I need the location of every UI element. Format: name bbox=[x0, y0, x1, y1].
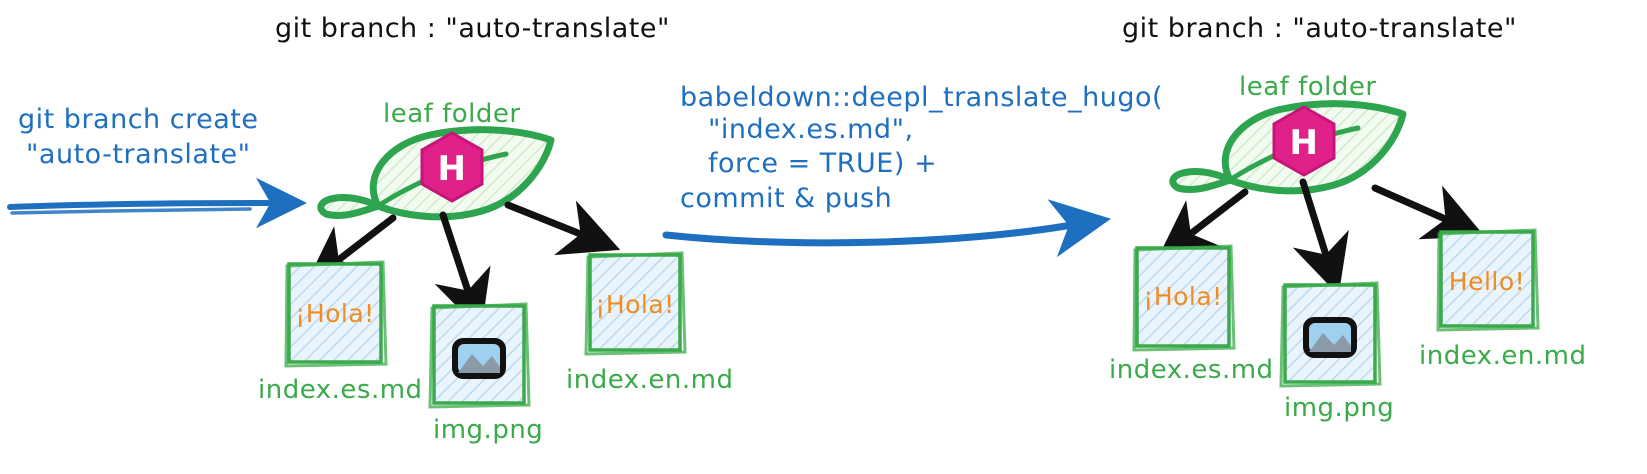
left-file-box-img-png[interactable] bbox=[428, 302, 531, 409]
left-file-content-index-es-md: ¡Hola! bbox=[295, 299, 374, 328]
left-leaf-arrows bbox=[304, 200, 621, 332]
right-file-label-index-en-md: index.en.md bbox=[1419, 341, 1586, 371]
right-file-box-index-es-md[interactable]: ¡Hola! bbox=[1132, 244, 1236, 352]
left-leaf-label: leaf folder bbox=[383, 99, 521, 129]
right-file-content-index-es-md: ¡Hola! bbox=[1143, 282, 1222, 311]
right-hugo-letter: H bbox=[1290, 123, 1319, 163]
right-file-box-index-en-md[interactable]: Hello! bbox=[1436, 228, 1540, 332]
left-file-box-index-es-md[interactable]: ¡Hola! bbox=[284, 260, 388, 368]
right-branch-title: git branch : "auto-translate" bbox=[1122, 13, 1517, 44]
center-annotation-line-3: force = TRUE) + bbox=[708, 148, 937, 179]
right-image-icon bbox=[1303, 317, 1357, 358]
left-leaf-folder-icon: H bbox=[317, 126, 555, 221]
right-leaf-arrows bbox=[1156, 178, 1485, 296]
left-file-label-img-png: img.png bbox=[433, 415, 543, 445]
right-file-label-img-png: img.png bbox=[1284, 393, 1394, 423]
left-hugo-letter: H bbox=[438, 149, 467, 189]
center-annotation-line-4: commit & push bbox=[680, 183, 892, 214]
left-file-label-index-es-md: index.es.md bbox=[258, 375, 423, 405]
left-file-box-index-en-md[interactable]: ¡Hola! bbox=[584, 251, 687, 356]
right-file-content-index-en-md: Hello! bbox=[1449, 267, 1525, 296]
center-annotation-line-1: babeldown::deepl_translate_hugo( bbox=[680, 82, 1163, 113]
left-annotation-line-2: "auto-translate" bbox=[26, 139, 251, 170]
left-file-content-index-en-md: ¡Hola! bbox=[595, 290, 674, 319]
left-blue-arrow bbox=[7, 177, 307, 229]
center-annotation-line-2: "index.es.md", bbox=[708, 114, 914, 145]
left-image-icon bbox=[452, 338, 506, 379]
right-leaf-folder-icon: H bbox=[1169, 100, 1407, 195]
center-blue-arrow bbox=[662, 199, 1111, 258]
right-file-box-img-png[interactable] bbox=[1279, 281, 1382, 388]
right-leaf-label: leaf folder bbox=[1239, 72, 1377, 102]
right-file-label-index-es-md: index.es.md bbox=[1109, 355, 1274, 385]
left-annotation-line-1: git branch create bbox=[18, 104, 258, 135]
left-branch-title: git branch : "auto-translate" bbox=[275, 13, 670, 44]
left-file-label-index-en-md: index.en.md bbox=[566, 365, 733, 395]
